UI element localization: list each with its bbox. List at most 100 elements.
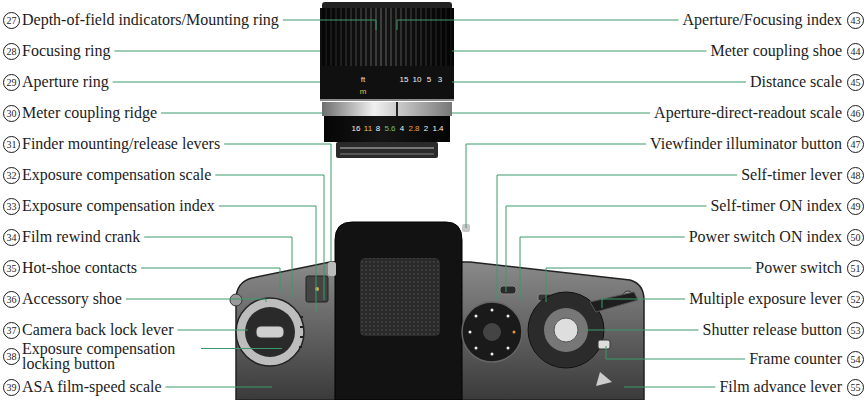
part-name: Power switch ON index <box>689 228 842 246</box>
leader-line <box>283 20 376 30</box>
leader-line <box>585 330 698 331</box>
callout-number: 35 <box>3 260 20 277</box>
callout-number: 54 <box>847 351 864 368</box>
lever-tip <box>596 372 612 386</box>
leader-line <box>126 299 266 302</box>
part-name: Self-timer ON index <box>710 197 842 215</box>
callout-number: 36 <box>3 291 20 308</box>
leader-line <box>397 20 678 30</box>
callout-number: 37 <box>3 322 20 339</box>
lens-scale-number: m <box>360 87 367 96</box>
callout-number: 55 <box>847 379 864 396</box>
lens-scale-number: ft <box>361 75 365 84</box>
callout-number: 47 <box>847 136 864 153</box>
lens-mount <box>336 142 438 158</box>
callout-number: 48 <box>847 167 864 184</box>
aperture-ring <box>324 116 450 142</box>
rewind-dial <box>236 298 304 366</box>
dial-mark <box>475 315 478 318</box>
finder-leather <box>360 258 440 336</box>
frame-counter-window <box>598 340 610 349</box>
leader-line <box>452 113 650 114</box>
callout-number: 39 <box>3 379 20 396</box>
leader-line <box>113 82 320 83</box>
dial-mark <box>475 347 478 350</box>
lens-scale-number: 16 <box>352 124 361 133</box>
part-name: Aperture-direct-readout scale <box>654 104 842 122</box>
part-name: Self-timer lever <box>741 166 842 184</box>
part-name: Exposure compensation locking button <box>22 341 197 371</box>
lens-scale-number: 4 <box>400 124 404 133</box>
part-name: Multiple exposure lever <box>689 290 842 308</box>
lens-scale-number: 3 <box>438 75 442 84</box>
part-name: Shutter release button <box>702 321 842 339</box>
leader-line <box>166 387 272 388</box>
rewind-knob <box>245 307 295 357</box>
part-name: Power switch <box>755 259 842 277</box>
callout-number: 44 <box>847 43 864 60</box>
part-name: Focusing ring <box>22 42 110 60</box>
index-mark <box>396 102 398 116</box>
callout-number: 38 <box>3 348 20 365</box>
callout-number: 51 <box>847 260 864 277</box>
part-name: Accessory shoe <box>22 290 122 308</box>
callout-number: 53 <box>847 322 864 339</box>
dial-center <box>483 323 501 341</box>
leader-line <box>452 82 746 83</box>
lens-shading <box>320 8 454 66</box>
self-timer-lever <box>500 286 516 294</box>
callout-number: 29 <box>3 74 20 91</box>
lens-scale-number: 5.6 <box>384 124 395 133</box>
lens-scale-number: 1.4 <box>432 124 443 133</box>
lens-scale-number: 2.8 <box>408 124 419 133</box>
advance-lever <box>590 292 638 312</box>
strap-lug <box>230 294 242 306</box>
callout-number: 45 <box>847 74 864 91</box>
part-name: Exposure compensation scale <box>22 166 211 184</box>
shutter-dial <box>462 302 522 362</box>
callout-number: 50 <box>847 229 864 246</box>
part-name: Exposure compensation index <box>22 197 215 215</box>
part-name: Film rewind crank <box>22 228 140 246</box>
callout-number: 27 <box>3 12 20 29</box>
lens-line <box>320 99 454 101</box>
part-name: Viewfinder illuminator button <box>650 135 842 153</box>
leader-line <box>466 144 646 228</box>
distance-scale-band <box>320 66 454 100</box>
lens-scale-number: 15 <box>400 75 409 84</box>
part-name: Meter coupling ridge <box>22 104 157 122</box>
finder-lever <box>328 262 336 276</box>
scale-tick <box>300 316 303 318</box>
callout-number: 52 <box>847 291 864 308</box>
scale-tick <box>300 336 303 338</box>
rewind-crank <box>256 326 284 338</box>
accessory-shoe <box>306 276 328 302</box>
dial-mark <box>491 309 494 312</box>
scale-tick <box>300 326 303 328</box>
mount-highlight <box>340 147 434 149</box>
part-name: Aperture/Focusing index <box>682 11 842 29</box>
leader-line <box>114 51 320 52</box>
part-name: Frame counter <box>749 350 842 368</box>
part-name: Hot-shoe contacts <box>22 259 137 277</box>
lens-scale-number: 8 <box>376 124 380 133</box>
prism-finder <box>335 222 462 400</box>
lens-scale-number: 11 <box>364 124 372 133</box>
callout-number: 32 <box>3 167 20 184</box>
lens-scale-number: 10 <box>413 75 422 84</box>
lens-scale-number: 5 <box>427 75 431 84</box>
leader-line <box>161 113 323 114</box>
lens-shading <box>324 116 450 142</box>
focusing-ring-ridges <box>320 8 454 66</box>
shutter-release <box>554 318 578 342</box>
leader-line <box>201 348 282 349</box>
callout-number: 46 <box>847 105 864 122</box>
leader-line <box>606 346 745 359</box>
lens-scale-number: 2 <box>424 124 428 133</box>
dial-mark <box>507 315 510 318</box>
part-name: Distance scale <box>750 73 842 91</box>
release-collar <box>544 308 588 352</box>
part-name: Depth-of-field indicators/Mounting ring <box>22 11 279 29</box>
dial-mark <box>513 331 516 334</box>
